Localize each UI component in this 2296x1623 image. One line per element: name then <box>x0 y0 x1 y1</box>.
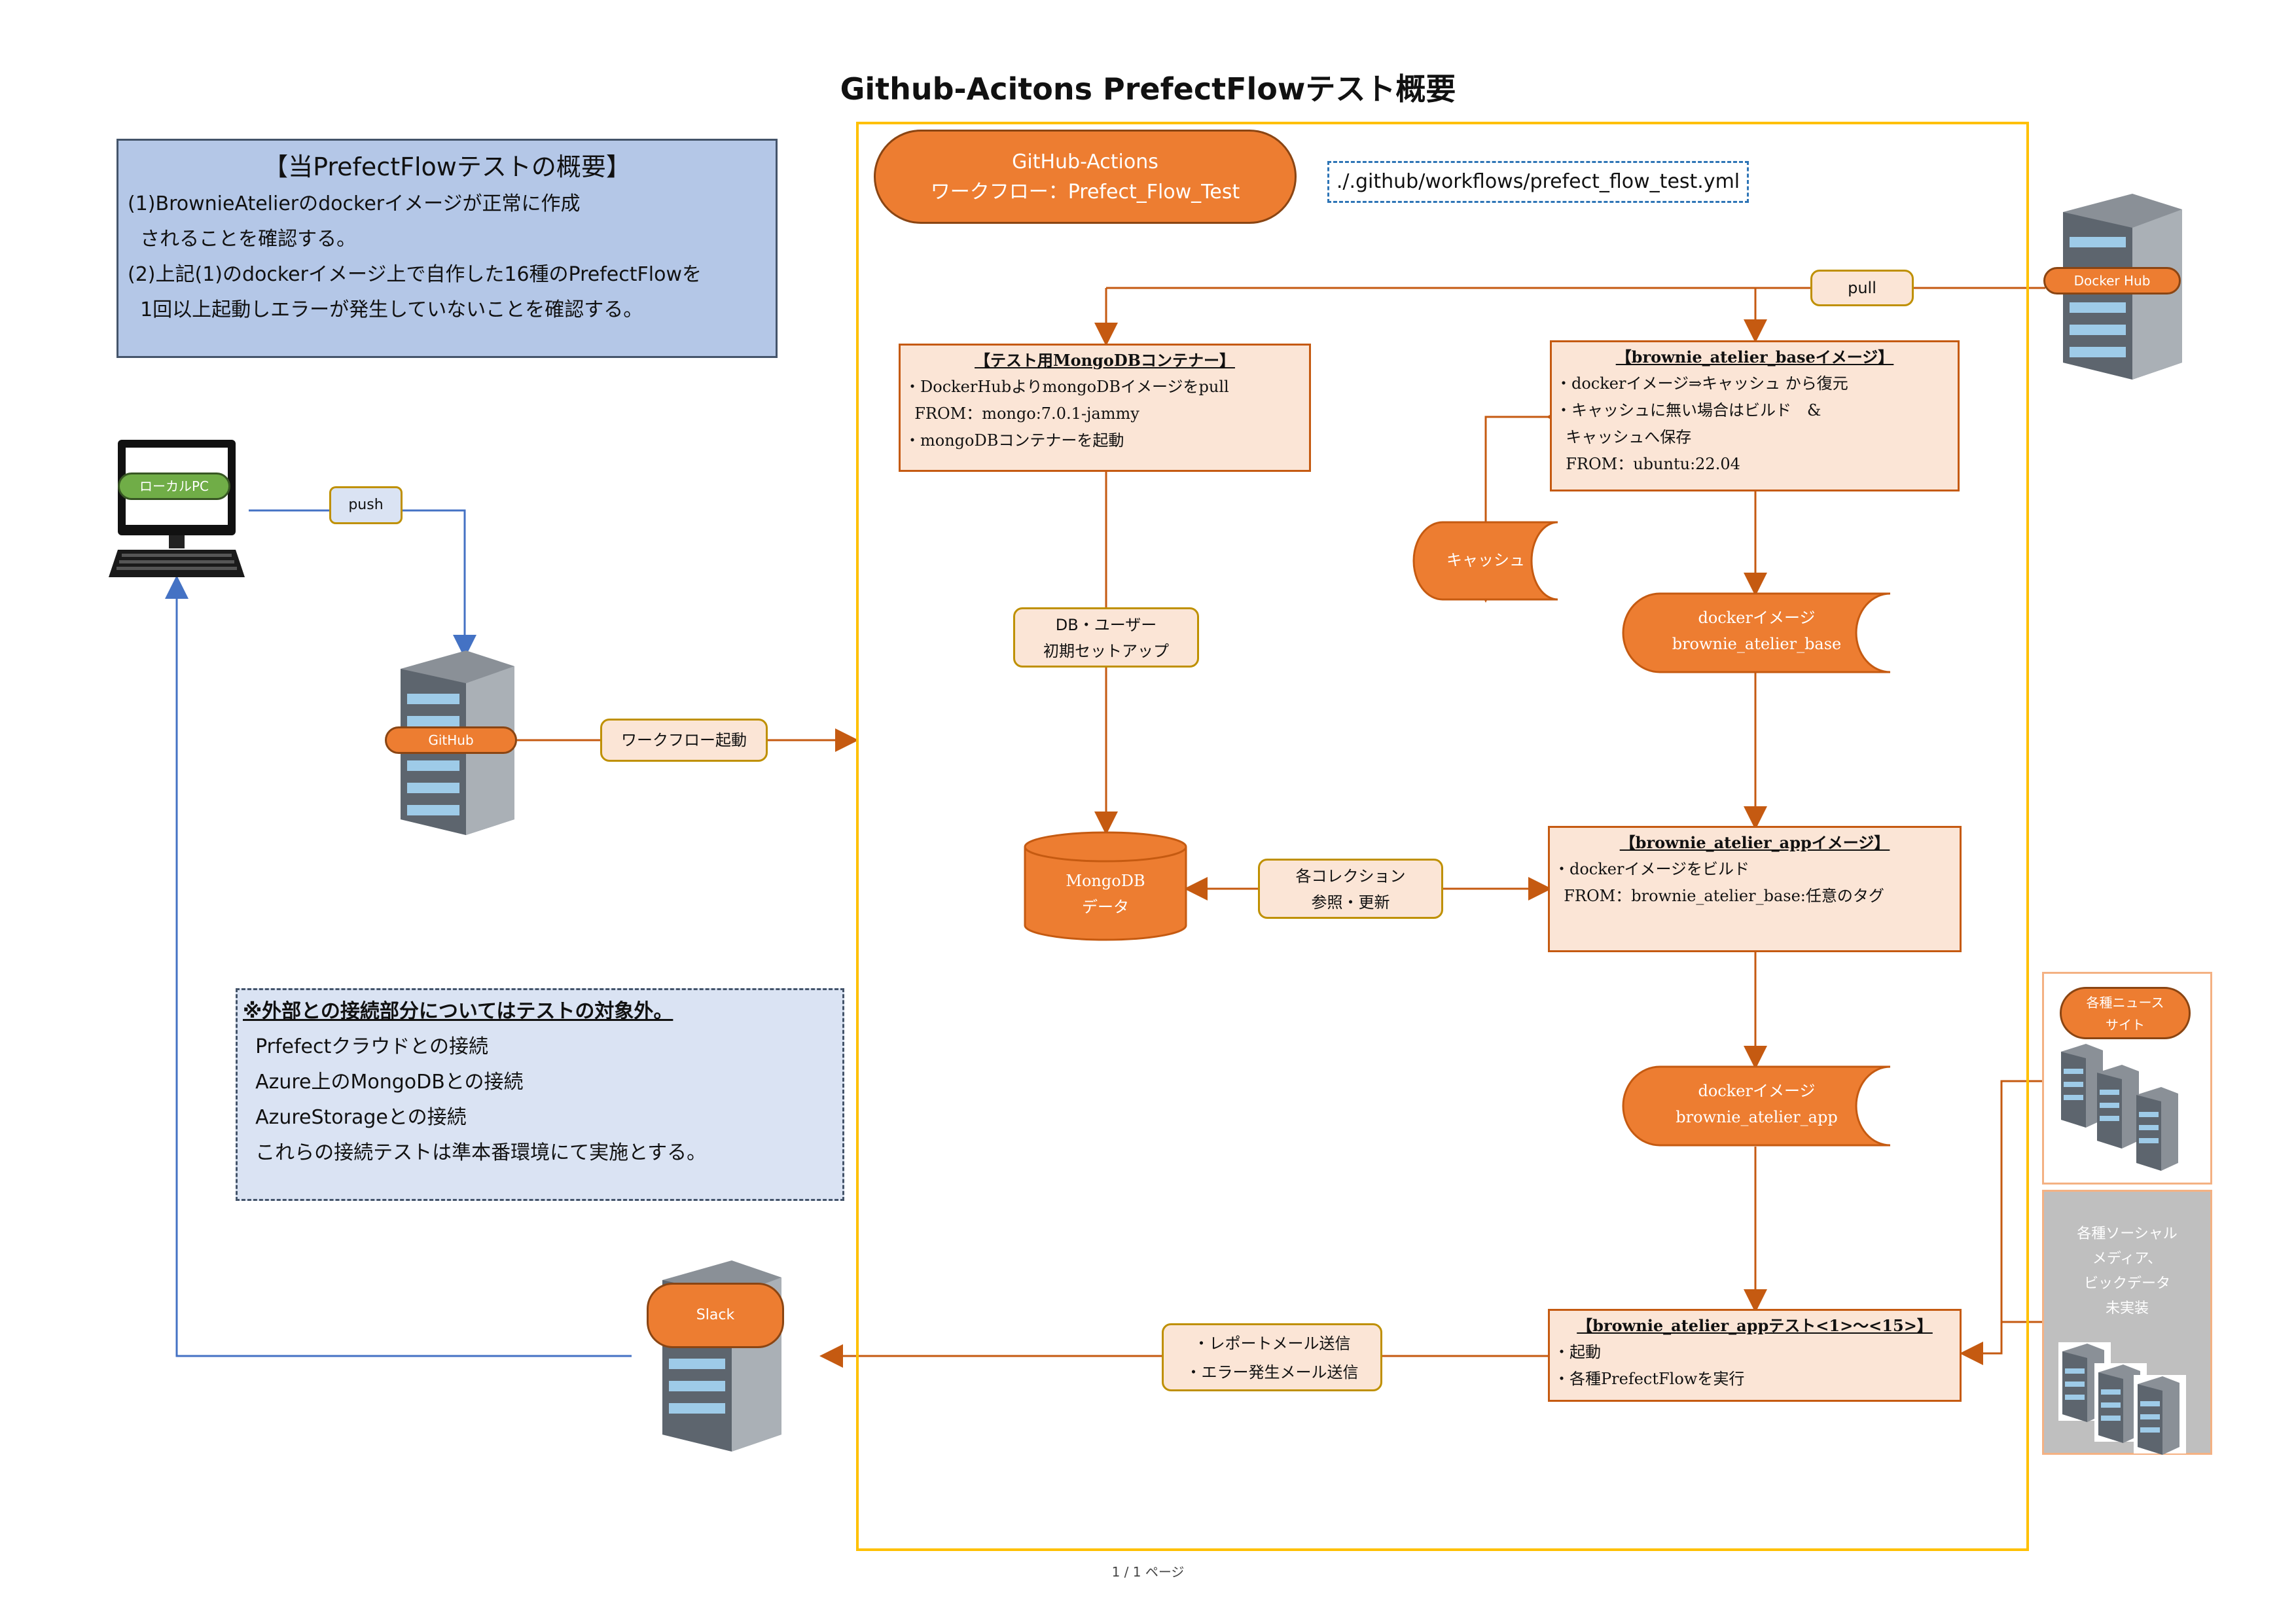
actions-title: GitHub-Actions <box>1012 151 1158 173</box>
social-line: メディア、 <box>2092 1251 2162 1267</box>
push-arrow <box>249 509 476 658</box>
collections-line2: 参照・更新 <box>1311 893 1390 912</box>
app-store-line2: brownie_atelier_app <box>1676 1108 1838 1126</box>
summary-line: (1)BrownieAtelierのdockerイメージが正常に作成 <box>128 192 581 215</box>
pull-label: pull <box>1810 270 1914 306</box>
server-icon <box>2061 1044 2178 1171</box>
app-store-line1: dockerイメージ <box>1698 1082 1816 1100</box>
actions-workflow-name: ワークフロー：Prefect_Flow_Test <box>930 181 1240 204</box>
workflow-trigger-label: ワークフロー起動 <box>600 719 768 762</box>
social-line: 各種ソーシャル <box>2077 1226 2178 1242</box>
collections-line1: 各コレクション <box>1295 867 1406 885</box>
app-image-line: ・dockerイメージをビルド <box>1554 860 1749 878</box>
base-image-store-icon <box>1622 592 1892 673</box>
report-line1: ・レポートメール送信 <box>1193 1334 1351 1353</box>
note-line: Prfefectクラウドとの接続 <box>243 1035 488 1058</box>
news-sites-panel: 各種ニュース サイト <box>2042 972 2212 1185</box>
db-setup-label: DB・ユーザー 初期セットアップ <box>1013 607 1199 668</box>
mongodb-data-line1: MongoDB <box>1066 872 1145 890</box>
app-test-box: 【brownie_atelier_appテスト<1>～<15>】 ・起動 ・各種… <box>1548 1309 1962 1402</box>
mongodb-container-box: 【テスト用MongoDBコンテナー】 ・DockerHubよりmongoDBイメ… <box>899 344 1311 472</box>
db-setup-line1: DB・ユーザー <box>1055 616 1157 634</box>
summary-line: 1回以上起動しエラーが発生していないことを確認する。 <box>128 298 643 321</box>
app-test-line: ・各種PrefectFlowを実行 <box>1554 1370 1745 1388</box>
app-image-store-label: dockerイメージ brownie_atelier_app <box>1622 1078 1892 1130</box>
mongodb-data-database-icon <box>1023 830 1188 942</box>
summary-heading: 【当PrefectFlowテストの概要】 <box>263 152 631 181</box>
base-image-line: ・dockerイメージ⇒キャッシュ から復元 <box>1556 374 1848 393</box>
cache-storage-icon <box>1412 521 1559 601</box>
app-image-line: FROM：brownie_atelier_base:任意のタグ <box>1554 887 1884 905</box>
local-pc-computer-icon <box>105 437 249 582</box>
collections-label: 各コレクション 参照・更新 <box>1258 859 1443 919</box>
mongodb-data-line2: データ <box>1082 898 1129 916</box>
page-title: Github-Acitons PrefectFlowテスト概要 <box>840 71 1456 107</box>
mongodb-container-heading: 【テスト用MongoDBコンテナー】 <box>975 351 1235 370</box>
base-image-box: 【brownie_atelier_baseイメージ】 ・dockerイメージ⇒キ… <box>1550 340 1960 491</box>
news-line1: 各種ニュース <box>2086 995 2164 1010</box>
local-pc-label: ローカルPC <box>118 473 230 500</box>
news-sites-label: 各種ニュース サイト <box>2060 987 2191 1039</box>
app-image-heading: 【brownie_atelier_appイメージ】 <box>1619 833 1890 852</box>
social-line: ビックデータ <box>2083 1275 2170 1292</box>
news-line2: サイト <box>2106 1017 2145 1033</box>
slack-label: Slack <box>647 1283 784 1348</box>
page-footer: 1 / 1 ページ <box>1111 1564 1185 1580</box>
github-label: GitHub <box>385 726 517 754</box>
base-store-line2: brownie_atelier_base <box>1672 635 1842 653</box>
github-actions-frame <box>856 122 2029 1551</box>
base-image-heading: 【brownie_atelier_baseイメージ】 <box>1615 348 1894 366</box>
db-setup-line2: 初期セットアップ <box>1043 642 1169 660</box>
report-label: ・レポートメール送信 ・エラー発生メール送信 <box>1162 1323 1382 1391</box>
base-image-line: キャッシュへ保存 <box>1556 428 1692 446</box>
mongodb-container-line: ・mongoDBコンテナーを起動 <box>905 431 1124 450</box>
base-store-line1: dockerイメージ <box>1698 609 1816 627</box>
note-line: Azure上のMongoDBとの接続 <box>243 1071 524 1094</box>
note-line: AzureStorageとの接続 <box>243 1106 467 1129</box>
summary-box: 【当PrefectFlowテストの概要】 (1)BrownieAtelierのd… <box>117 139 778 358</box>
base-image-line: ・キャッシュに無い場合はビルド & <box>1556 401 1821 419</box>
docker-hub-label: Docker Hub <box>2043 267 2181 294</box>
app-image-box: 【brownie_atelier_appイメージ】 ・dockerイメージをビル… <box>1548 826 1962 952</box>
news-to-test-arrow <box>1960 1080 2042 1365</box>
workflow-file-path: ./.github/workflows/prefect_flow_test.ym… <box>1327 161 1749 203</box>
base-image-store-label: dockerイメージ brownie_atelier_base <box>1622 605 1892 657</box>
mongodb-data-label: MongoDB データ <box>1023 868 1188 920</box>
mongodb-container-line: ・DockerHubよりmongoDBイメージをpull <box>905 378 1229 396</box>
app-test-heading: 【brownie_atelier_appテスト<1>～<15>】 <box>1577 1316 1933 1335</box>
report-line2: ・エラー発生メール送信 <box>1185 1363 1359 1382</box>
app-image-store-icon <box>1622 1065 1892 1147</box>
social-line: 未実装 <box>2105 1300 2149 1317</box>
slack-notify-arrow <box>165 575 632 1357</box>
note-line: これらの接続テストは準本番環境にて実施とする。 <box>243 1141 707 1164</box>
app-test-line: ・起動 <box>1554 1343 1601 1361</box>
server-icon <box>2058 1342 2186 1455</box>
cache-label: キャッシュ <box>1446 551 1525 569</box>
summary-line: (2)上記(1)のdockerイメージ上で自作した16種のPrefectFlow… <box>128 263 702 286</box>
base-image-line: FROM：ubuntu:22.04 <box>1556 455 1740 473</box>
note-heading: ※外部との接続部分についてはテストの対象外。 <box>243 1000 673 1023</box>
social-media-panel: 各種ソーシャル メディア、 ビックデータ 未実装 <box>2042 1190 2212 1455</box>
github-actions-workflow: GitHub-Actions ワークフロー：Prefect_Flow_Test <box>874 130 1297 224</box>
out-of-scope-note: ※外部との接続部分についてはテストの対象外。 Prfefectクラウドとの接続 … <box>236 988 844 1201</box>
push-label: push <box>329 486 403 524</box>
mongodb-container-line: FROM：mongo:7.0.1-jammy <box>905 404 1139 423</box>
computer-icon <box>109 440 245 577</box>
summary-line: されることを確認する。 <box>128 228 357 251</box>
